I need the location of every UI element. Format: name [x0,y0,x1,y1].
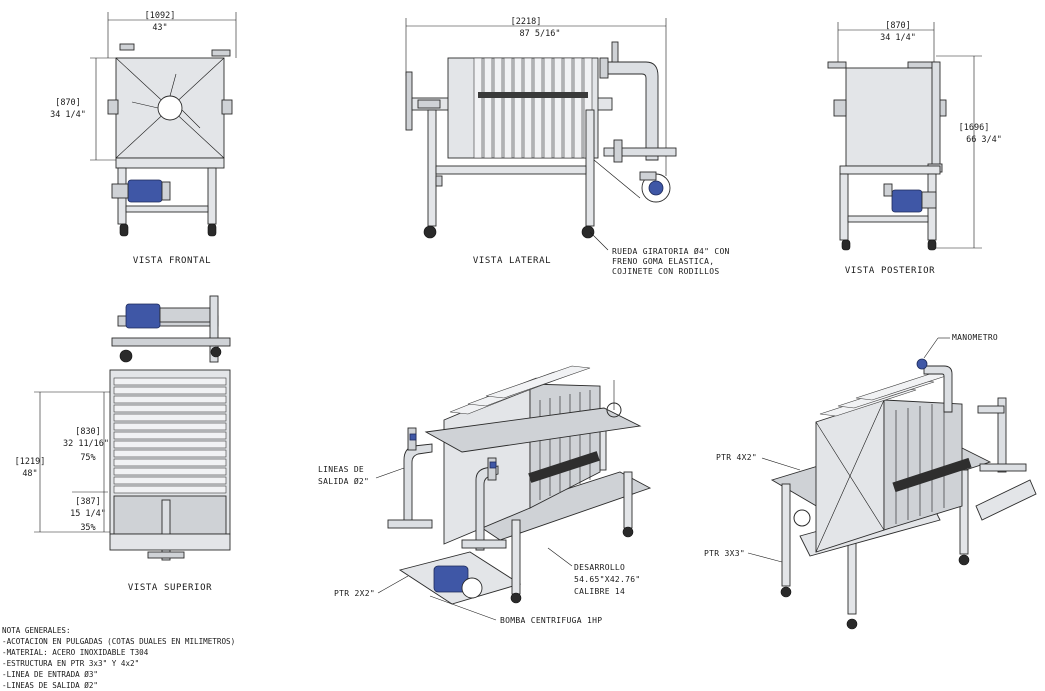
plate-label-line-2: 54.65"X42.76" [574,575,641,584]
top-view-caption: VISTA SUPERIOR [128,583,212,593]
note-line-5: -LINEAS DE SALIDA Ø2" [2,681,98,690]
note-line-3: -ESTRUCTURA EN PTR 3x3" Y 4x2" [2,659,139,668]
front-width-mm: [1092] [145,11,176,21]
rear-view-caption: VISTA POSTERIOR [845,266,935,276]
top-lower-pct: 35% [80,523,95,533]
ptr-3x3-label: PTR 3X3" [704,549,745,558]
front-view-caption: VISTA FRONTAL [133,256,211,266]
top-upper-in: 32 11/16" [63,439,109,449]
side-view-caption: VISTA LATERAL [473,256,551,266]
front-width-in: 43" [152,23,167,33]
plate-label-line-3: CALIBRE 14 [574,587,625,596]
iso-front-plates [449,365,591,500]
top-view: [1219] 48" [830] 32 11/16" 75% [387] 15 … [15,295,231,593]
side-length-mm: [2218] [511,17,542,27]
outlet-label-line-2: SALIDA Ø2" [318,476,369,486]
notes-title: NOTA GENERALES: [2,626,71,635]
general-notes: NOTA GENERALES: -ACOTACION EN PULGADAS (… [2,626,235,690]
rear-width-in: 34 1/4" [880,33,916,43]
front-height-in: 34 1/4" [50,110,86,120]
side-view: [2218] 87 5/16" [405,17,730,276]
top-total-in: 48" [22,469,37,479]
note-line-1: -ACOTACION EN PULGADAS (COTAS DUALES EN … [2,637,235,646]
side-length-in: 87 5/16" [520,29,561,39]
outlet-label-line-1: LINEAS DE [318,465,364,474]
rear-view: [870] 34 1/4" [1696] 66 3/4" VISTA POSTE… [827,21,1002,276]
iso-front-view: LINEAS DE SALIDA Ø2" PTR 2X2" BOMBA CENT… [318,365,652,625]
note-line-2: -MATERIAL: ACERO INOXIDABLE T304 [2,648,149,657]
front-height-mm: [870] [55,98,81,108]
top-total-mm: [1219] [15,457,46,467]
note-line-4: -LINEA DE ENTRADA Ø3" [2,670,98,679]
top-lower-in: 15 1/4" [70,509,106,519]
rear-width-mm: [870] [885,21,911,31]
top-upper-pct: 75% [80,453,95,463]
wheel-note-line-2: FRENO GOMA ELASTICA, [612,257,714,266]
wheel-note-line-3: COJINETE CON RODILLOS [612,267,719,276]
iso-rear-plates [819,371,953,524]
plate-label-line-1: DESARROLLO [574,563,625,572]
side-plates [473,57,593,159]
wheel-note-line-1: RUEDA GIRATORIA Ø4" CON [612,246,730,256]
iso-rear-view: MANOMETRO PTR 4X2" PTR 3X3" [704,333,1037,630]
ptr-4x2-label: PTR 4X2" [716,453,757,462]
top-lower-mm: [387] [75,497,101,507]
top-plates [113,377,227,494]
gauge-label: MANOMETRO [952,333,998,342]
ptr-2x2-label: PTR 2X2" [334,589,375,598]
pump-label: BOMBA CENTRIFUGA 1HP [500,616,602,625]
rear-height-mm: [1696] [959,123,990,133]
front-view: [1092] 43" [870] 34 1/4" VISTA FRO [50,11,237,266]
rear-height-in: 66 3/4" [966,135,1002,145]
top-upper-mm: [830] [75,427,101,437]
